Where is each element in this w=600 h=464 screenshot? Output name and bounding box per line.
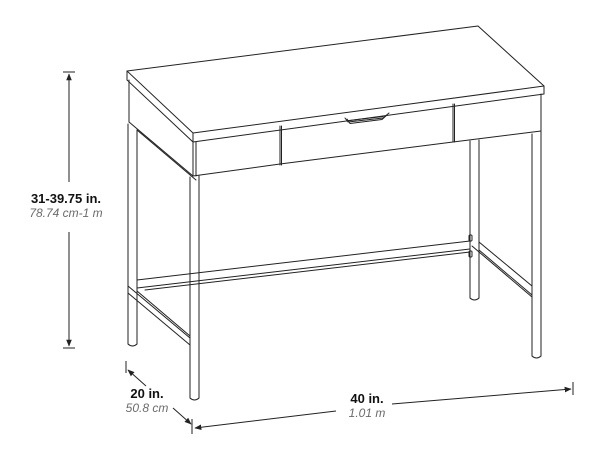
apron <box>128 79 542 177</box>
depth-imperial: 20 in. <box>130 386 164 401</box>
leg-front-left <box>189 175 200 401</box>
stretcher-left <box>127 285 191 346</box>
leveler-bolt-icon <box>468 234 473 258</box>
stretcher-long <box>136 240 471 291</box>
height-label: 31-39.75 in. 78.74 cm-1 m <box>2 191 130 221</box>
depth-label: 20 in. 50.8 cm <box>112 386 182 416</box>
tabletop <box>126 25 545 143</box>
depth-dimension-line <box>125 361 193 434</box>
width-metric: 1.01 m <box>348 405 386 420</box>
height-dimension-line <box>63 71 75 349</box>
width-dimension-line <box>194 382 574 431</box>
drawer-pull-icon <box>344 112 390 124</box>
height-imperial: 31-39.75 in. <box>30 191 102 206</box>
width-label: 40 in. 1.01 m <box>332 391 402 421</box>
depth-metric: 50.8 cm <box>125 400 169 415</box>
drawer-front <box>279 103 455 166</box>
leg-front-right <box>531 130 542 359</box>
stretcher-right <box>471 241 533 298</box>
leg-back-right <box>469 139 480 301</box>
leg-back-left <box>127 123 197 347</box>
width-imperial: 40 in. <box>350 391 384 406</box>
height-metric: 78.74 cm-1 m <box>29 205 103 220</box>
